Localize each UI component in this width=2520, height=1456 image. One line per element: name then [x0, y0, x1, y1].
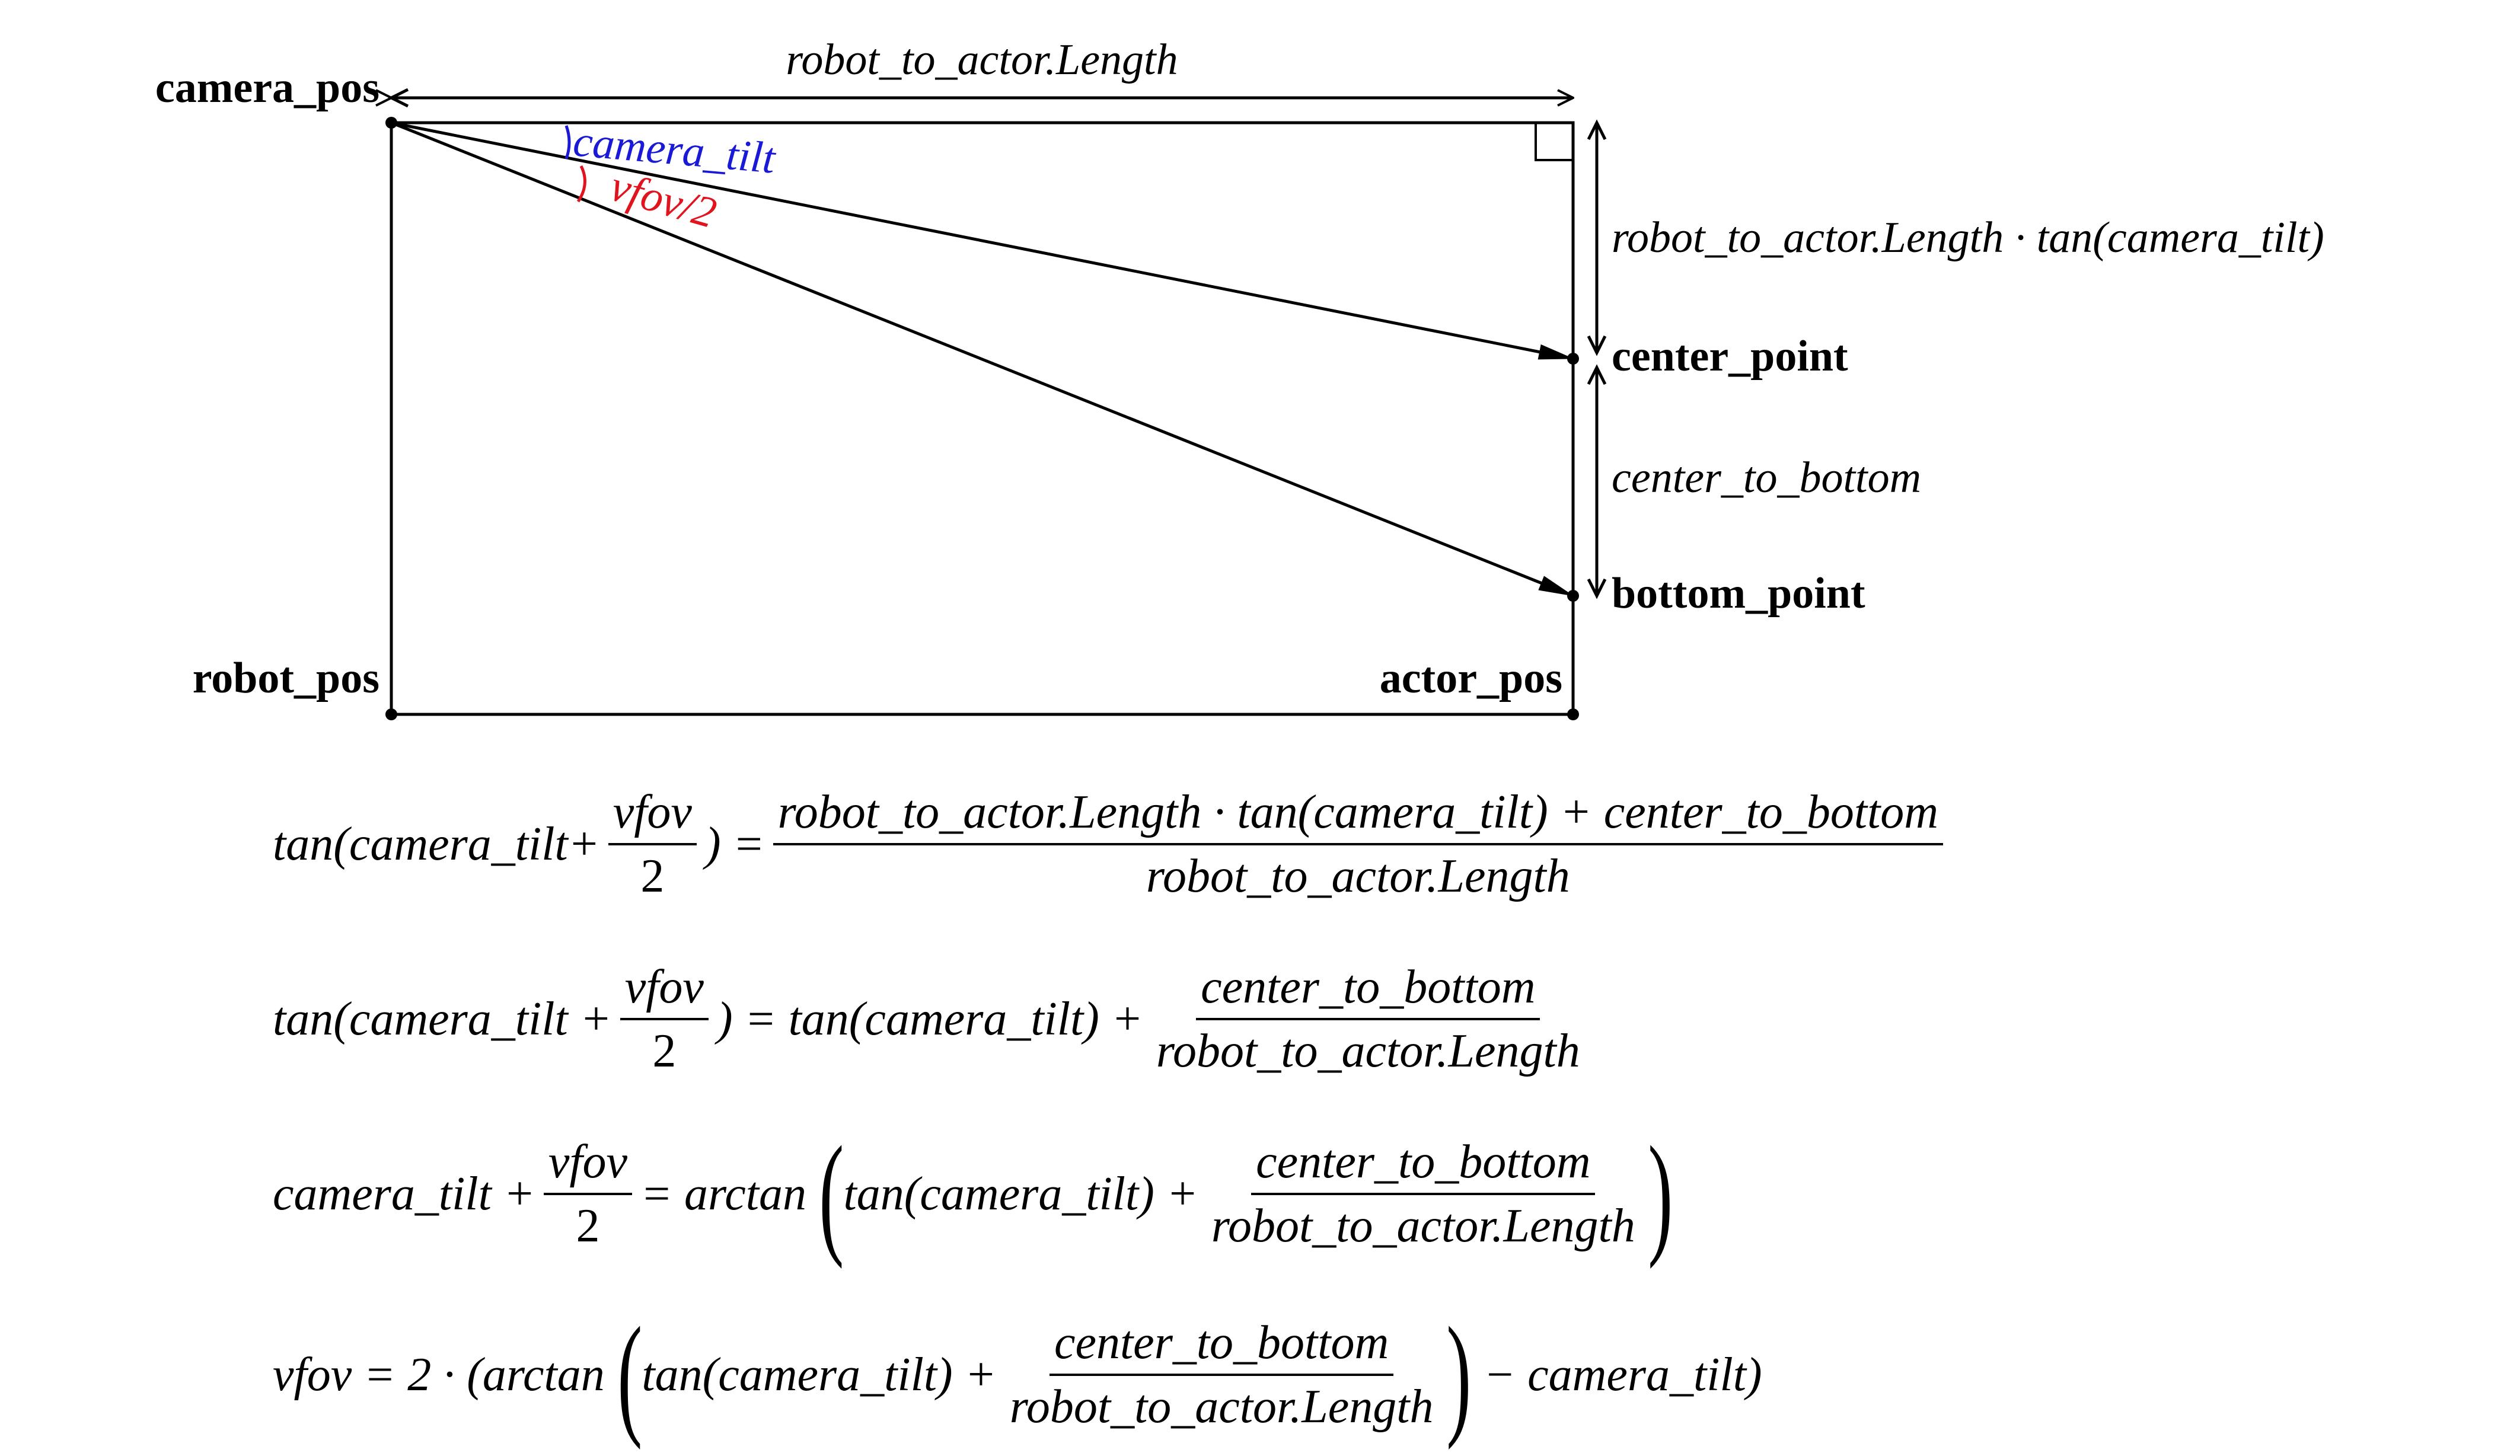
camera-pos-point: [385, 117, 397, 129]
eq3-inner-a: tan(camera_tilt) +: [843, 1168, 1198, 1220]
vfov-ray: [391, 121, 1574, 598]
camera-tilt-label: camera_tilt: [572, 117, 779, 183]
eq3-lhs-a: camera_tilt +: [273, 1168, 535, 1220]
eq1-lhs-den: 2: [640, 850, 665, 902]
actor-pos-label: actor_pos: [1380, 654, 1562, 703]
right-bottom-arrow-head-top: [1587, 364, 1607, 385]
eq2-rhs-den: robot_to_actor.Length: [1156, 1025, 1580, 1077]
eq4-right-paren: ): [1446, 1299, 1471, 1450]
right-angle-marker: [1535, 123, 1573, 161]
eq2-lhs-num: vfov: [620, 963, 709, 1020]
right-top-arrow-head-top: [1587, 119, 1607, 141]
top-length-arrow-left-head: [388, 88, 409, 108]
right-top-label: robot_to_actor.Length · tan(camera_tilt): [1612, 213, 2324, 262]
eq4-inner-a: tan(camera_tilt) +: [642, 1349, 997, 1401]
eq2-lhs-den: 2: [652, 1025, 677, 1077]
vfov-arc: [576, 165, 586, 203]
actor-pos-point: [1567, 708, 1579, 720]
eq1-rhs-num: robot_to_actor.Length · tan(camera_tilt)…: [773, 788, 1944, 845]
camera-tilt-ray: [391, 121, 1574, 360]
top-length-label: robot_to_actor.Length: [786, 36, 1178, 84]
equation-4: vfov = 2 · (arctan ( tan(camera_tilt) + …: [273, 1299, 1762, 1450]
eq2-lhs-b: ) = tan(camera_tilt) +: [716, 993, 1143, 1045]
eq2-lhs-a: tan(camera_tilt +: [273, 993, 612, 1045]
robot-pos-point: [385, 708, 397, 720]
eq4-left-paren: (: [617, 1299, 643, 1450]
camera-tilt-arc: [564, 125, 571, 159]
eq1-lhs-fraction: vfov 2: [608, 788, 697, 900]
eq4-rhs-den: robot_to_actor.Length: [1009, 1381, 1434, 1433]
right-top-arrow-head-bottom: [1587, 335, 1607, 356]
eq3-rhs-den: robot_to_actor.Length: [1211, 1200, 1635, 1252]
bottom-point-label: bottom_point: [1612, 569, 1865, 618]
eq1-lhs-num: vfov: [608, 788, 697, 845]
equation-2: tan(camera_tilt + vfov 2 ) = tan(camera_…: [273, 963, 1593, 1075]
eq2-rhs-num: center_to_bottom: [1196, 963, 1540, 1020]
eq4-tail: − camera_tilt): [1484, 1349, 1762, 1401]
equation-1: tan(camera_tilt+ vfov 2 ) = robot_to_act…: [273, 788, 1951, 900]
eq3-lhs-den: 2: [576, 1200, 600, 1252]
eq1-rhs-fraction: robot_to_actor.Length · tan(camera_tilt)…: [773, 788, 1944, 900]
eq3-left-paren: (: [819, 1118, 844, 1269]
center-point-label: center_point: [1612, 332, 1848, 381]
eq3-lhs-num: vfov: [543, 1138, 633, 1195]
eq4-rhs-num: center_to_bottom: [1049, 1319, 1394, 1376]
camera-pos-label: camera_pos: [155, 63, 379, 112]
eq1-lhs-a: tan(camera_tilt+: [273, 818, 600, 870]
center-point-dot: [1567, 353, 1579, 365]
eq4-lhs-a: vfov = 2 · (arctan: [273, 1349, 605, 1401]
right-bottom-label: center_to_bottom: [1612, 454, 1921, 502]
right-bottom-arrow-head-bottom: [1587, 578, 1607, 599]
robot-pos-label: robot_pos: [193, 654, 379, 703]
bottom-point-dot: [1567, 590, 1579, 602]
geometry-diagram: robot_to_actor.Length camera_pos robot_p…: [155, 36, 2324, 720]
eq3-lhs-fraction: vfov 2: [543, 1138, 633, 1252]
frame-rectangle: [390, 121, 1575, 716]
eq2-rhs-fraction: center_to_bottom robot_to_actor.Length: [1151, 963, 1585, 1075]
eq3-rhs-num: center_to_bottom: [1251, 1138, 1596, 1195]
eq1-lhs-b: ) =: [704, 818, 765, 870]
eq3-right-paren: ): [1647, 1118, 1673, 1269]
eq1-rhs-den: robot_to_actor.Length: [1146, 850, 1570, 902]
equation-3: camera_tilt + vfov 2 = arctan ( tan(came…: [273, 1118, 1673, 1269]
eq3-rhs-fraction: center_to_bottom robot_to_actor.Length: [1207, 1138, 1640, 1250]
eq2-lhs-fraction: vfov 2: [620, 963, 709, 1075]
eq4-rhs-fraction: center_to_bottom robot_to_actor.Length: [1005, 1319, 1438, 1431]
eq3-lhs-b: = arctan: [640, 1168, 806, 1220]
